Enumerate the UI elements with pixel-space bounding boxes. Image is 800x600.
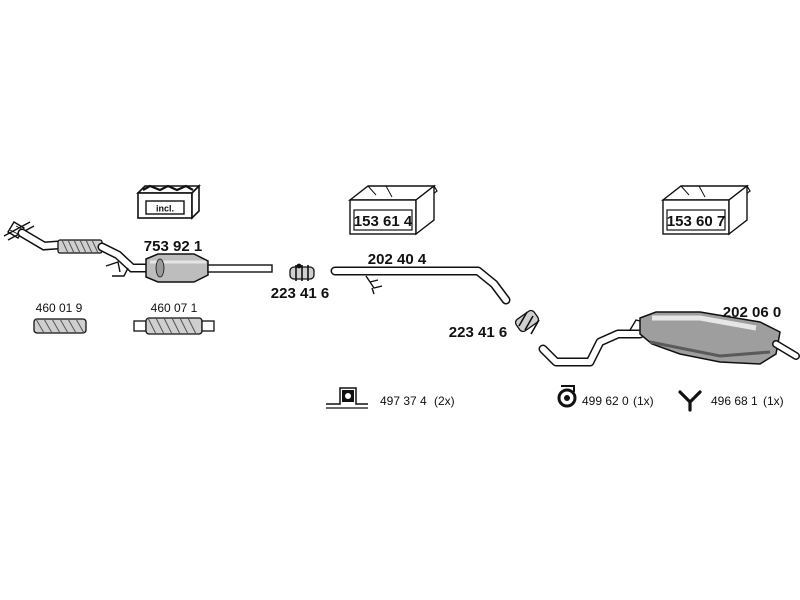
rubber-mount-hardware[interactable]: 497 37 4 (2x) bbox=[326, 387, 455, 409]
y-hanger-code: 496 68 1 bbox=[711, 394, 758, 408]
flex-pipe-1-number: 460 01 9 bbox=[36, 301, 83, 315]
middle-pipe-number: 202 40 4 bbox=[368, 251, 427, 268]
kit-box-1-number: 153 61 4 bbox=[354, 213, 413, 230]
middle-pipe[interactable]: 202 40 4 bbox=[330, 251, 511, 305]
flex-pipe-2-number: 460 07 1 bbox=[151, 301, 198, 315]
rear-silencer-number: 202 06 0 bbox=[723, 304, 781, 321]
kit-box-2-number: 153 60 7 bbox=[667, 213, 725, 230]
ring-mount-hardware[interactable]: 499 62 0 (1x) bbox=[557, 385, 654, 408]
rear-silencer[interactable]: 202 06 0 bbox=[538, 304, 800, 367]
rubber-mount-qty: (2x) bbox=[434, 394, 455, 408]
rubber-mount-code: 497 37 4 bbox=[380, 394, 427, 408]
catalytic-converter-number: 753 92 1 bbox=[144, 238, 202, 255]
catalytic-converter-assembly[interactable]: 753 92 1 bbox=[3, 221, 273, 283]
kit-box-1[interactable]: 153 61 4 bbox=[347, 184, 438, 236]
mounting-kit-box[interactable]: incl. bbox=[136, 184, 201, 220]
clamp-1[interactable]: 223 41 6 bbox=[271, 263, 329, 302]
flex-pipe-2[interactable]: 460 07 1 bbox=[133, 301, 215, 335]
y-hanger-qty: (1x) bbox=[763, 394, 784, 408]
ring-mount-code: 499 62 0 bbox=[582, 394, 629, 408]
clamp-1-number: 223 41 6 bbox=[271, 285, 329, 302]
y-hanger-hardware[interactable]: 496 68 1 (1x) bbox=[678, 390, 784, 412]
kit-box-2[interactable]: 153 60 7 bbox=[660, 184, 751, 236]
ring-mount-qty: (1x) bbox=[633, 394, 654, 408]
flex-pipe-1[interactable]: 460 01 9 bbox=[33, 301, 87, 334]
incl-badge: incl. bbox=[156, 204, 174, 214]
clamp-2[interactable]: 223 41 6 bbox=[449, 309, 540, 341]
clamp-2-number: 223 41 6 bbox=[449, 324, 507, 341]
